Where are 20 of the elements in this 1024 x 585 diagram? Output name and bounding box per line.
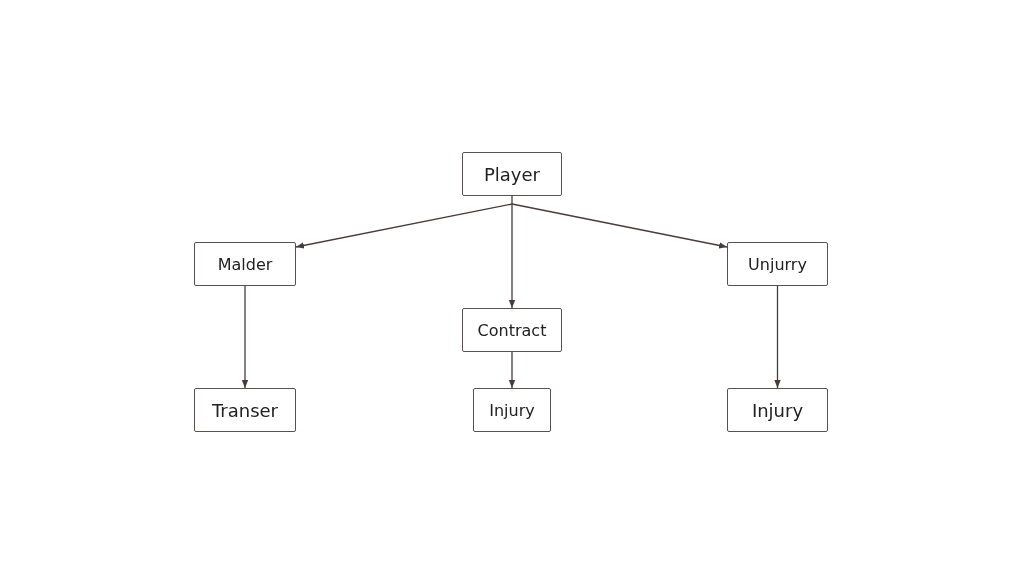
arrow [295,203,513,249]
node-label: Transer [211,399,278,421]
process-box [194,388,296,432]
node-label: Contract [477,320,547,340]
node-label: Unjurry [748,254,807,274]
process-box [473,388,551,432]
arrow [774,285,781,389]
process-box [727,242,828,286]
arrow [508,195,516,309]
node-label: Injury [751,399,804,421]
process-box [194,242,296,286]
arrow [241,285,249,389]
arrow [508,351,516,389]
process-box [462,152,562,196]
arrow [511,203,728,249]
node-label: Injury [489,400,535,420]
process-box [462,308,562,352]
node-label: Malder [217,254,273,274]
node-label: Player [484,163,540,185]
process-box [727,388,828,432]
